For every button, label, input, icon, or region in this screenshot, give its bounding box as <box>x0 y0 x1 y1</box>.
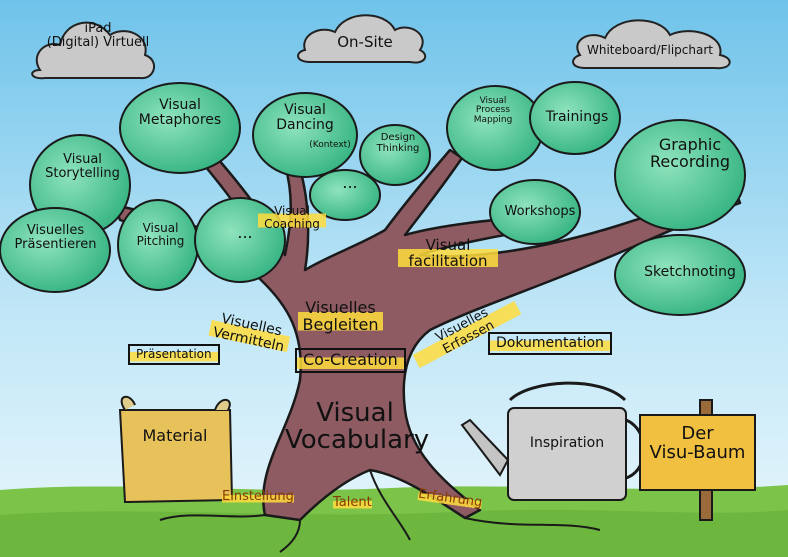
leaf-visuelles-praesentieren: Visuelles Präsentieren <box>14 223 97 252</box>
sign <box>639 399 756 521</box>
branch-visuelles-begleiten: Visuelles Begleiten <box>298 299 383 334</box>
leaf-visual-metaphores: Visual Metaphores <box>138 97 222 128</box>
leaf-visual-pitching: Visual Pitching <box>136 221 185 248</box>
cloud-onsite <box>297 14 427 64</box>
sign-label: Der Visu-Baum <box>649 423 746 463</box>
leaf-sketchnoting: Sketchnoting <box>644 264 736 280</box>
cloud-whiteboard <box>572 19 731 70</box>
leaf-dots-left: ... <box>237 223 253 242</box>
root-talent: Talent <box>333 495 372 510</box>
cloud-whiteboard-label: Whiteboard/Flipchart <box>587 43 713 57</box>
tree-roots <box>159 469 601 553</box>
box-praesentation: Präsentation <box>128 344 220 365</box>
leaf-trainings: Trainings <box>545 109 609 125</box>
leaf-dots-center: ... <box>342 173 358 192</box>
leaf-design-thinking: Design Thinking <box>376 132 420 154</box>
leaf-visual-storytelling: Visual Storytelling <box>45 152 120 181</box>
material-box <box>118 395 234 504</box>
cloud-virtual-label: iPad (Digital) Virtuell <box>46 21 150 50</box>
cloud-onsite-label: On-Site <box>337 33 393 51</box>
root-einstellung: Einstellung <box>222 489 294 504</box>
box-co-creation: Co-Creation <box>295 348 406 373</box>
leaf-visual-dancing-sub: (Kontext) <box>309 140 351 150</box>
leaf-workshops: Workshops <box>504 204 576 219</box>
watering-can <box>460 381 646 501</box>
branch-visual-facilitation: Visual facilitation <box>398 237 498 270</box>
leaf-visual-process-mapping: Visual Process Mapping <box>473 96 513 125</box>
leaf-graphic-recording: Graphic Recording <box>649 135 731 171</box>
trunk-title: Visual Vocabulary <box>285 398 430 456</box>
cloud-virtual <box>31 21 155 80</box>
branch-visual-coaching: Visual Coaching <box>258 205 326 231</box>
leaf-visual-dancing: Visual Dancing <box>276 102 334 133</box>
box-dokumentation: Dokumentation <box>488 332 612 355</box>
material-label: Material <box>142 426 208 445</box>
inspiration-label: Inspiration <box>529 435 605 451</box>
